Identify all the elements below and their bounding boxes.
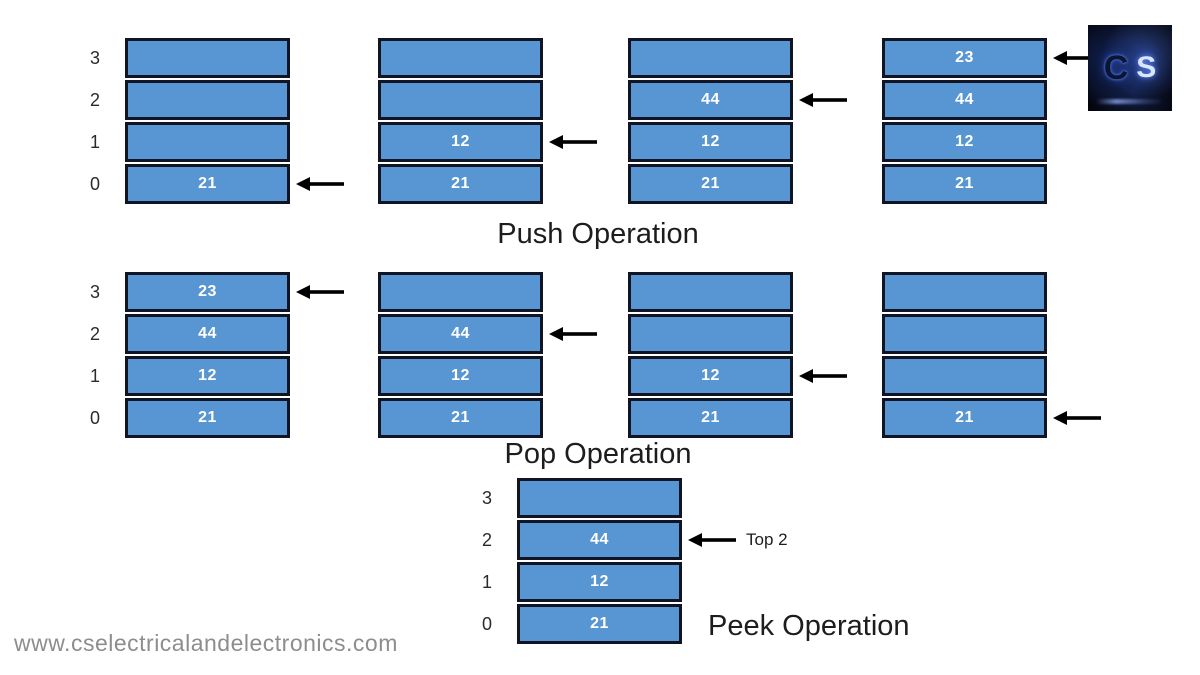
index-label: 1 xyxy=(89,132,100,152)
cell-value: 44 xyxy=(590,531,609,548)
cell-value: 21 xyxy=(701,409,720,426)
index-label: 2 xyxy=(89,324,100,344)
stack-cell: 21 xyxy=(882,398,1047,438)
cell-value: 21 xyxy=(451,409,470,426)
push-stack-2: 44 12 21 xyxy=(628,38,847,206)
stack-cell xyxy=(125,80,290,120)
push-operation-title: Push Operation xyxy=(497,218,699,250)
index-label: 0 xyxy=(481,614,492,634)
cell-value: 12 xyxy=(701,367,720,384)
pop-stack-1: 44 12 21 xyxy=(378,272,597,440)
stack-cell: 21 xyxy=(378,398,543,438)
cell-value: 21 xyxy=(701,175,720,192)
cell-value: 21 xyxy=(198,409,217,426)
pop-operation-title: Pop Operation xyxy=(504,438,692,470)
stack-cell xyxy=(628,272,793,312)
stack-cell xyxy=(378,272,543,312)
stack-cell xyxy=(517,478,682,518)
index-label: 1 xyxy=(481,572,492,592)
index-label: 2 xyxy=(89,90,100,110)
stack-cell: 12 xyxy=(882,122,1047,162)
cell-value: 12 xyxy=(590,573,609,590)
stack-cell xyxy=(882,356,1047,396)
stack-cell xyxy=(125,38,290,78)
stack-cell: 21 xyxy=(125,164,290,204)
index-label: 1 xyxy=(89,366,100,386)
stack-cell: 21 xyxy=(628,398,793,438)
top-pointer-arrow-icon xyxy=(799,368,849,384)
top-pointer-arrow-icon xyxy=(549,134,599,150)
stack-cell xyxy=(882,314,1047,354)
stack-cell: 12 xyxy=(378,356,543,396)
top-pointer-arrow-icon xyxy=(296,176,346,192)
cell-value: 21 xyxy=(451,175,470,192)
index-label: 3 xyxy=(89,282,100,302)
cell-value: 21 xyxy=(198,175,217,192)
index-label: 2 xyxy=(481,530,492,550)
top-pointer-arrow-icon: Top 2 xyxy=(688,530,788,549)
stack-cell xyxy=(125,122,290,162)
cell-value: 12 xyxy=(451,133,470,150)
cell-value: 12 xyxy=(701,133,720,150)
pop-stack-3: 21 xyxy=(882,272,1101,440)
push-stack-1: 12 21 xyxy=(378,38,597,206)
top-pointer-arrow-icon xyxy=(799,92,849,108)
top-pointer-arrow-icon xyxy=(1053,50,1103,66)
cell-value: 44 xyxy=(451,325,470,342)
pop-stack-2: 12 21 xyxy=(628,272,847,440)
peek-operation-title: Peek Operation xyxy=(708,610,910,642)
stack-cell: 44 xyxy=(125,314,290,354)
cell-value: 21 xyxy=(955,409,974,426)
stack-cell: 12 xyxy=(378,122,543,162)
stack-cell: 21 xyxy=(628,164,793,204)
top-pointer-arrow-icon xyxy=(1053,410,1103,426)
stack-cell xyxy=(378,80,543,120)
stack-cell xyxy=(882,272,1047,312)
cell-value: 44 xyxy=(701,91,720,108)
stack-cell: 12 xyxy=(517,562,682,602)
stack-cell: 12 xyxy=(628,356,793,396)
cell-value: 12 xyxy=(451,367,470,384)
cell-value: 21 xyxy=(590,615,609,632)
cell-value: 12 xyxy=(955,133,974,150)
stack-cell: 12 xyxy=(125,356,290,396)
stack-cell xyxy=(378,38,543,78)
watermark-url: www.cselectricalandelectronics.com xyxy=(14,630,398,656)
stack-cell xyxy=(628,38,793,78)
index-label: 0 xyxy=(89,408,100,428)
stack-cell: 21 xyxy=(125,398,290,438)
cell-value: 23 xyxy=(955,49,974,66)
stack-cell: 44 xyxy=(882,80,1047,120)
stack-cell xyxy=(628,314,793,354)
top-pointer-arrow-icon xyxy=(296,284,346,300)
stack-cell: 21 xyxy=(517,604,682,644)
stack-cell: 21 xyxy=(378,164,543,204)
cs-logo: C S xyxy=(1088,25,1172,111)
cell-value: 21 xyxy=(955,175,974,192)
top-pointer-arrow-icon xyxy=(549,326,599,342)
index-label: 0 xyxy=(89,174,100,194)
logo-letter-s: S xyxy=(1136,51,1157,84)
cell-value: 12 xyxy=(198,367,217,384)
stack-cell: 23 xyxy=(882,38,1047,78)
cell-value: 44 xyxy=(198,325,217,342)
stack-cell: 44 xyxy=(517,520,682,560)
stack-cell: 12 xyxy=(628,122,793,162)
index-label: 3 xyxy=(89,48,100,68)
stack-cell: 23 xyxy=(125,272,290,312)
logo-letter-c: C xyxy=(1103,48,1129,87)
stack-cell: 44 xyxy=(378,314,543,354)
logo-caption-glow xyxy=(1096,99,1164,104)
push-stack-3: 23 44 12 21 xyxy=(882,38,1101,206)
index-label: 3 xyxy=(481,488,492,508)
stack-cell: 21 xyxy=(882,164,1047,204)
stack-cell: 44 xyxy=(628,80,793,120)
cell-value: 23 xyxy=(198,283,217,300)
top-pointer-label: Top 2 xyxy=(746,530,788,549)
cell-value: 44 xyxy=(955,91,974,108)
